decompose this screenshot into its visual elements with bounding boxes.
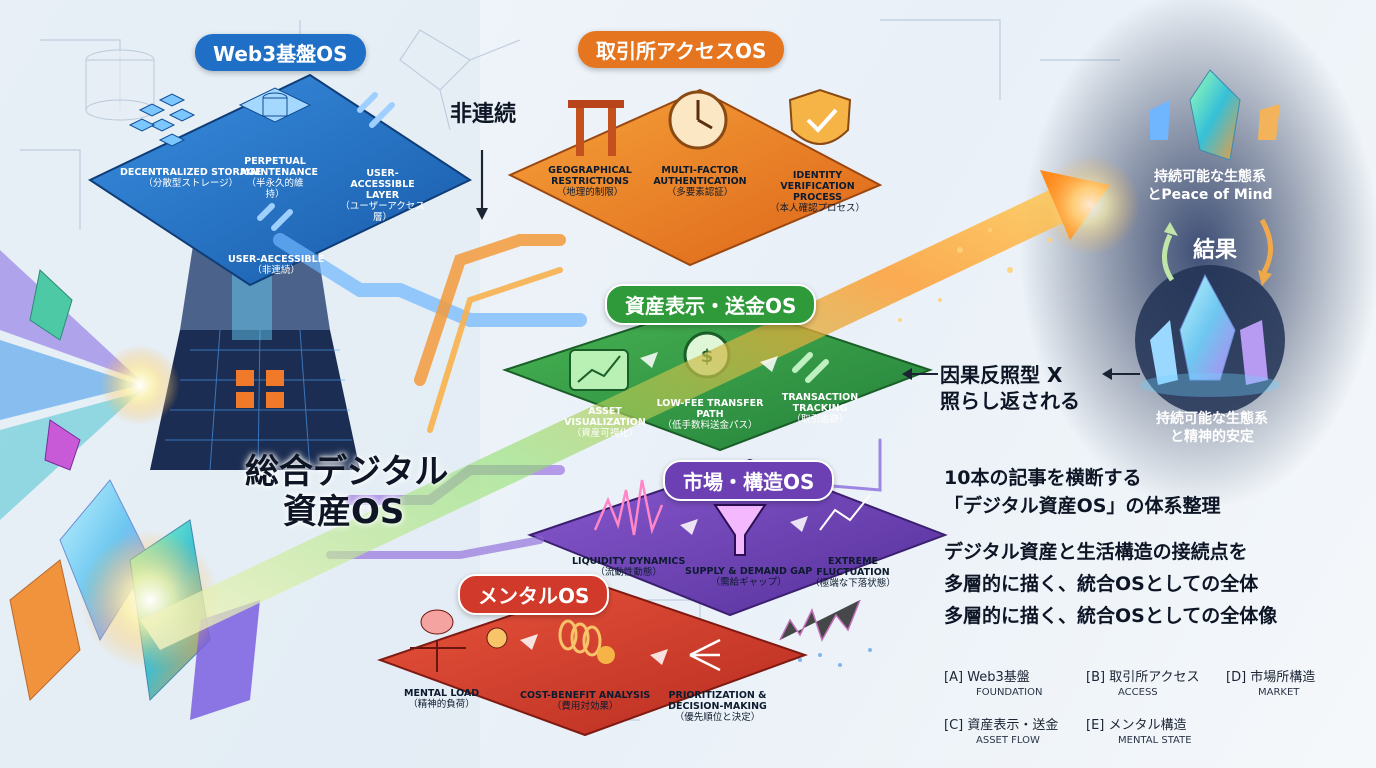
asset-item-transfer: LOW-FEE TRANSFER PATH（低手数料送金パス）: [656, 398, 764, 431]
core-os-title: 総合デジタル 資産OS: [245, 452, 448, 532]
asset-item-tracking: TRANSACTION TRACKING（取引追跡）: [781, 392, 859, 425]
outcome-bottom-label: 持続可能な生態系 と精神的安定: [1156, 411, 1268, 445]
market-item-supply-demand: SUPPLY & DEMAND GAP（需給ギャップ）: [685, 566, 813, 588]
mental-item-cost-benefit: COST-BENEFIT ANALYSIS（費用対効果）: [520, 690, 651, 712]
layer-title-exchange: 取引所アクセスOS: [578, 31, 785, 68]
layer-title-web3: Web3基盤OS: [195, 34, 366, 71]
layer-title-asset: 資産表示・送金OS: [605, 284, 817, 325]
layer-title-mental: メンタルOS: [458, 574, 610, 615]
web3-item-storage: DECENTRALIZED STORAGE（分散型ストレージ）: [120, 167, 262, 189]
feedback-label: 因果反照型 X 照らし返される: [940, 363, 1080, 413]
exchange-item-mfa: MULTI-FACTOR AUTHENTICATION（多要素認証）: [653, 165, 747, 198]
outcome-top-label: 持続可能な生態系 とPeace of Mind: [1147, 169, 1273, 203]
summary-heading: 10本の記事を横断する 「デジタル資産OS」の体系整理: [944, 467, 1221, 517]
exchange-item-identity: IDENTITY VERIFICATION PROCESS（本人確認プロセス）: [769, 170, 865, 214]
market-item-fluctuation: EXTREME FLUCTUATION（極端な下落状態）: [810, 556, 896, 589]
web3-item-discontinuous: USER-AECESSIBLE（非連続）: [228, 254, 325, 276]
exchange-item-geo: GEOGRAPHICAL RESTRICTIONS（地理的制限）: [548, 165, 632, 198]
asset-item-visualization: ASSET VISUALIZATION（資産可視化）: [564, 406, 646, 439]
summary-body: デジタル資産と生活構造の接続点を 多層的に描く、統合OSとしての全体 多層的に描…: [944, 541, 1278, 627]
core-os-title-line1: 総合デジタル: [245, 452, 449, 492]
market-item-liquidity: LIQUIDITY DYNAMICS（流動性動態）: [572, 556, 686, 578]
outcome-center-label: 結果: [1192, 238, 1237, 263]
layer-title-market: 市場・構造OS: [663, 460, 835, 501]
mental-item-prioritization: PRIORITIZATION & DECISION-MAKING（優先順位と決定…: [668, 690, 767, 723]
discontinuous-label: 非連続: [450, 102, 517, 127]
web3-item-maintenance: PERPETUAL MAINTENANCE（半永久的維持）: [240, 156, 318, 200]
web3-item-access-layer: USER-ACCESSIBLE LAYER（ユーザーアクセス層）: [340, 168, 425, 223]
core-os-title-line2: 資産OS: [283, 492, 405, 532]
mental-item-load: MENTAL LOAD（精神的負荷）: [404, 688, 480, 710]
